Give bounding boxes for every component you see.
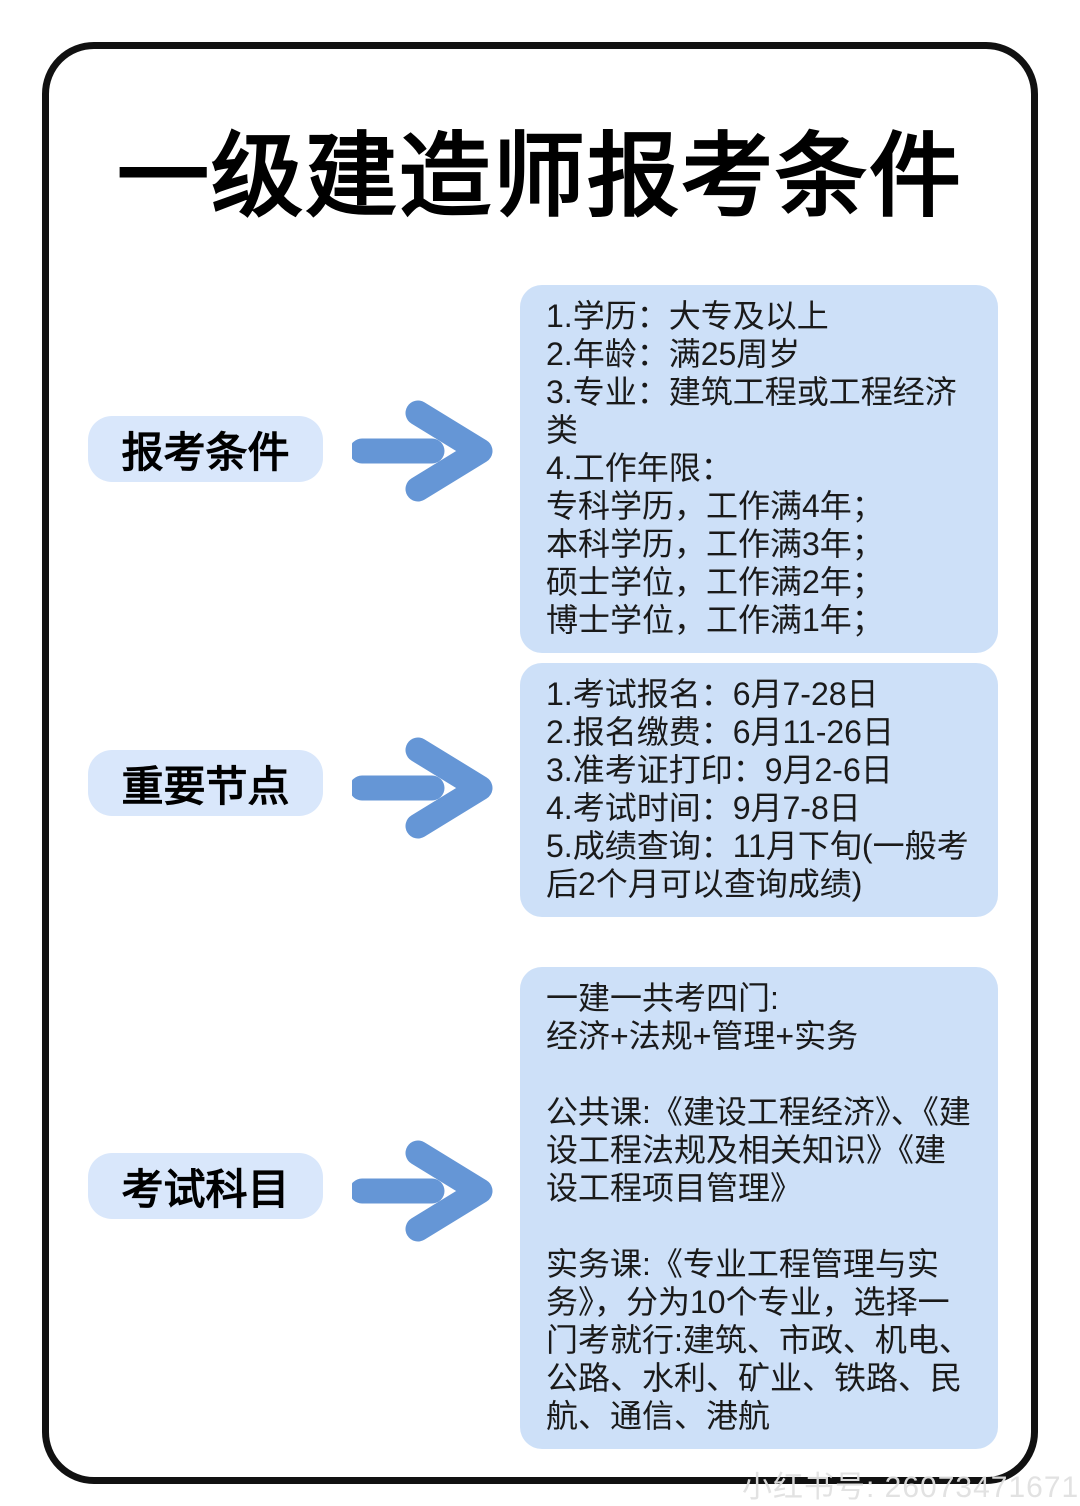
content-line: 公共课:《建设工程经济》、《建设工程法规及相关知识》《建设工程项目管理》 [546,1094,971,1206]
content-line: 专科学历，工作满4年； [546,488,884,524]
section-label-text: 考试科目 [121,1165,290,1213]
content-line [546,1055,974,1093]
content-line: 硕士学位，工作满2年； [546,564,884,600]
content-line: 1.考试报名：6月7-28日 [546,676,879,712]
content-line: 2.报名缴费：6月11-26日 [546,714,894,750]
right-arrow-icon [352,737,494,839]
section-label-requirements: 报考条件 [88,416,323,482]
content-line: 本科学历，工作满3年； [546,526,884,562]
section-label-text: 重要节点 [121,762,290,810]
content-line: 实务课:《专业工程管理与实务》，分为10个专业，选择一门考就行:建筑、市政、机电… [546,1246,971,1434]
page-title: 一级建造师报考条件 [116,126,963,228]
content-line: 3.专业：建筑工程或工程经济类 [546,374,957,448]
section-label-exam-subjects: 考试科目 [88,1153,323,1219]
right-arrow-icon [352,400,494,502]
content-line: 经济+法规+管理+实务 [546,1018,859,1054]
content-line: 3.准考证打印：9月2-6日 [546,752,893,788]
content-line: 5.成绩查询：11月下旬(一般考后2个月可以查询成绩) [546,828,969,902]
content-box-exam-subjects: 一建一共考四门:经济+法规+管理+实务公共课:《建设工程经济》、《建设工程法规及… [520,967,998,1449]
content-line: 1.学历：大专及以上 [546,298,829,334]
content-line: 一建一共考四门: [546,980,779,1016]
content-line [546,1207,974,1245]
watermark-account-id: 小红书号: 26073471671 [742,1471,1080,1504]
content-line: 2.年龄：满25周岁 [546,336,801,372]
content-line: 4.考试时间：9月7-8日 [546,790,861,826]
section-label-text: 报考条件 [121,428,290,476]
right-arrow-icon [352,1140,494,1242]
section-label-key-dates: 重要节点 [88,750,323,816]
outer-border-frame [42,42,1038,1484]
content-line: 博士学位，工作满1年； [546,602,884,638]
content-line: 4.工作年限： [546,450,733,486]
